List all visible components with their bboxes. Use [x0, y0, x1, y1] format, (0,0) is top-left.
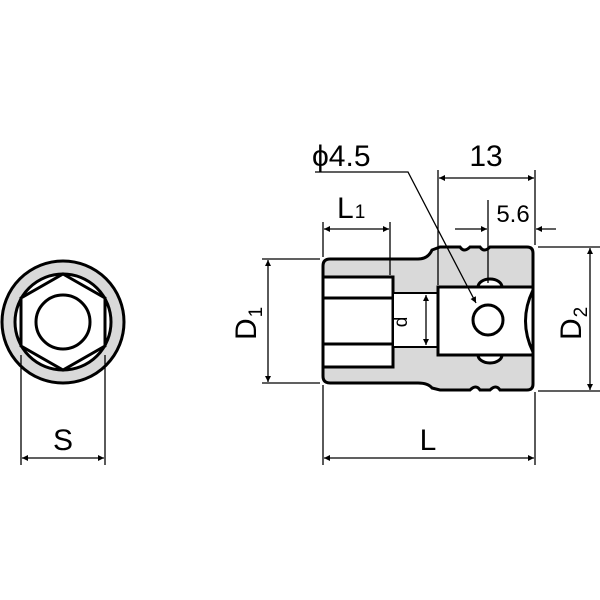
dimension-5-6: 5.6: [455, 200, 556, 283]
side-view: [321, 245, 535, 392]
dimension-l: L: [322, 385, 536, 465]
label-d: d: [391, 317, 412, 328]
dimension-d2: D2: [538, 246, 600, 392]
dimension-d: d: [391, 295, 429, 345]
label-5-6: 5.6: [496, 201, 529, 228]
label-d1: D1: [230, 307, 267, 340]
dimension-l1: L1: [322, 192, 391, 275]
label-d2: D2: [555, 307, 592, 340]
label-l: L: [420, 424, 437, 457]
dimension-s: S: [20, 355, 106, 465]
label-s: S: [53, 424, 73, 457]
label-hole-diameter: ϕ4.5: [312, 140, 371, 173]
hole-diameter-callout: ϕ4.5: [312, 140, 477, 304]
dimension-13: 13: [437, 140, 536, 285]
label-13: 13: [469, 140, 502, 173]
label-l1: L1: [337, 192, 365, 225]
end-view: [0, 259, 126, 385]
dimension-d1: D1: [230, 258, 320, 384]
